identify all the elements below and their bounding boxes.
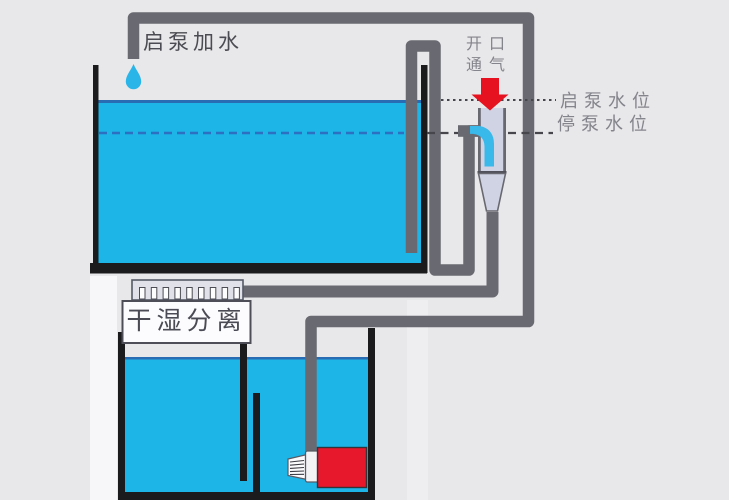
separator-drain-pipe (243, 212, 499, 298)
sump-wall-right (368, 328, 375, 500)
main-tank (90, 65, 428, 274)
sump-bottom (118, 492, 375, 500)
sump-baffle-2 (253, 393, 260, 498)
funnel-throat-line (477, 171, 507, 174)
dry-wet-separator-label: 干湿分离 (126, 308, 247, 335)
main-tank-wall-right (421, 65, 428, 273)
funnel-tube-wall-left (478, 108, 481, 172)
start-pump-level-label: 启泵水位 (560, 91, 656, 111)
vent-label-line2: 通气 (466, 57, 513, 74)
white-panel-strip (90, 276, 117, 500)
faint-panel-strip (407, 300, 428, 500)
return-pipe (127, 12, 535, 452)
funnel-inlet-elbow (458, 125, 480, 137)
funnel-tube-wall-right (503, 108, 506, 172)
water-drop-icon (125, 64, 142, 90)
sump-tank (118, 328, 375, 500)
main-tank-water (98, 100, 421, 263)
down-arrow-icon (471, 78, 509, 111)
vent-label: 开口 通气 (466, 34, 512, 76)
separator-label-box (121, 300, 252, 344)
vent-funnel (458, 108, 507, 212)
funnel-taper (477, 172, 507, 212)
pump-strainer-nozzle (287, 453, 308, 481)
water-pump (287, 446, 368, 489)
sump-wall-left (118, 332, 125, 500)
stop-pump-level-label: 停泵水位 (557, 114, 653, 134)
separator-grate (121, 279, 252, 344)
main-tank-water-surface-line (98, 100, 421, 103)
main-tank-wall-left (93, 65, 99, 273)
sump-baffle-1 (240, 336, 247, 481)
pump-body (316, 446, 368, 489)
pump-strainer-grille-lines (289, 459, 305, 476)
vent-label-line1: 开口 (466, 36, 513, 53)
fill-pipe-label: 启泵加水 (143, 30, 243, 54)
main-tank-bottom (90, 263, 427, 274)
funnel-water-stream (470, 126, 494, 167)
grate-slots (139, 287, 240, 300)
